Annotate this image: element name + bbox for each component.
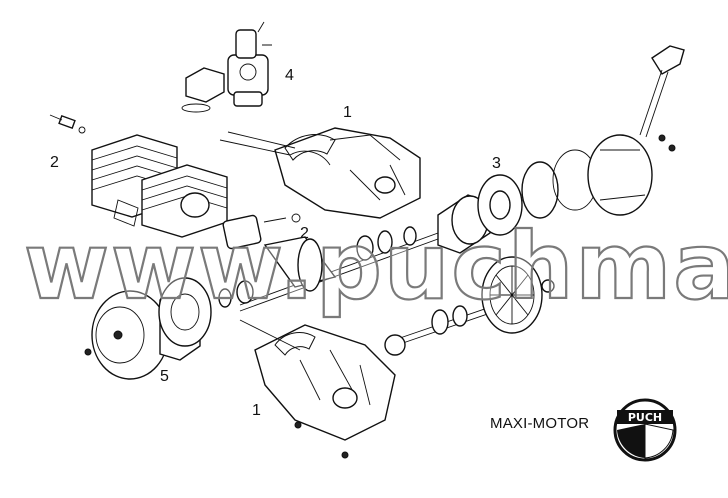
callout-crankcase-right: 1 bbox=[343, 104, 352, 121]
callout-flywheel: 5 bbox=[160, 368, 169, 385]
gearshaft-and-primary-gear bbox=[384, 256, 555, 356]
crankcase-right-half bbox=[219, 127, 421, 219]
kickstart-linkage bbox=[639, 45, 685, 152]
crankshaft-assembly bbox=[218, 224, 461, 312]
clutch-assembly bbox=[437, 134, 653, 254]
diagram-caption: MAXI-MOTOR bbox=[490, 415, 589, 432]
callout-crankshaft: 2 bbox=[300, 225, 309, 242]
cylinder-and-head bbox=[49, 114, 228, 238]
callout-clutch: 3 bbox=[492, 155, 501, 172]
puch-logo: PUCH bbox=[613, 398, 677, 462]
carburetor-assembly bbox=[181, 21, 272, 113]
callouts: 1 2 4 2 3 5 1 bbox=[50, 67, 501, 419]
puch-logo-text: PUCH bbox=[628, 411, 662, 424]
callout-carburetor: 4 bbox=[285, 67, 294, 84]
callout-cylinder: 2 bbox=[50, 154, 59, 171]
callout-crankcase-left: 1 bbox=[252, 402, 261, 419]
watermark: www.puchmaxi.nl bbox=[24, 213, 728, 320]
crankcase-left-half bbox=[239, 319, 396, 459]
flywheel-magneto bbox=[84, 277, 212, 380]
piston bbox=[222, 213, 301, 250]
